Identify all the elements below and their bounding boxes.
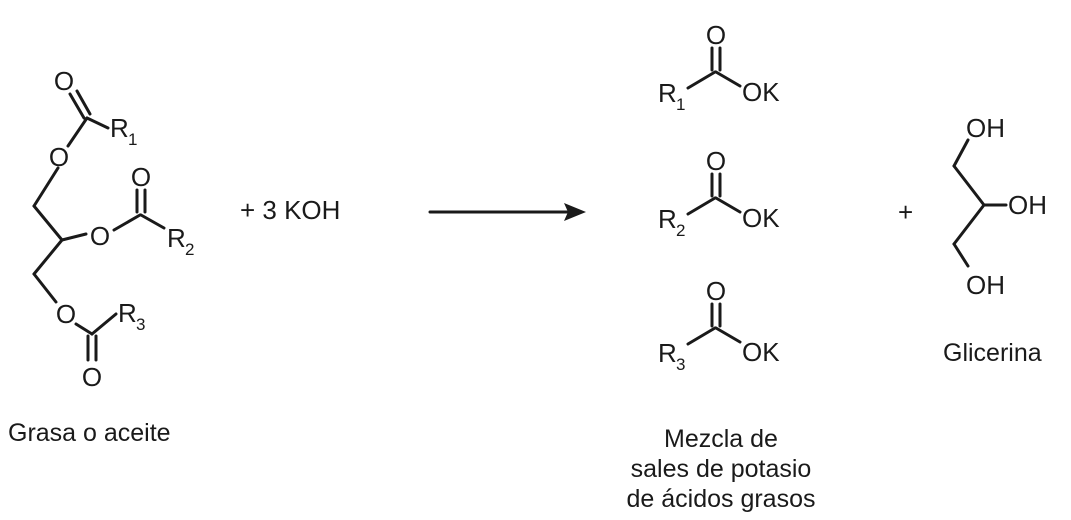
bond bbox=[686, 196, 717, 216]
atom-r-subscript: 1 bbox=[676, 95, 685, 114]
atom-o: O bbox=[54, 66, 74, 96]
atom-o: O bbox=[131, 162, 151, 192]
atom-r1: R bbox=[110, 113, 129, 143]
atom-r-subscript: 3 bbox=[676, 355, 685, 374]
plus-sign: + bbox=[898, 197, 913, 227]
bond bbox=[75, 89, 92, 116]
atom-o: O bbox=[82, 362, 102, 392]
bond bbox=[714, 196, 742, 214]
atom-r2-subscript: 2 bbox=[185, 240, 194, 259]
salt-r1: O R 1 OK bbox=[658, 20, 780, 114]
atom-ok: OK bbox=[742, 203, 780, 233]
atom-r3-subscript: 3 bbox=[136, 315, 145, 334]
salt-r2: O R 2 OK bbox=[658, 146, 780, 240]
atom-o: O bbox=[706, 146, 726, 176]
bond bbox=[32, 166, 60, 208]
atom-o: O bbox=[56, 299, 76, 329]
bond bbox=[952, 138, 970, 168]
atom-r-subscript: 2 bbox=[676, 221, 685, 240]
bond bbox=[32, 238, 64, 276]
reactant-label: Grasa o aceite bbox=[8, 419, 171, 447]
bond bbox=[686, 70, 717, 90]
bond bbox=[139, 213, 166, 230]
bond bbox=[32, 272, 58, 304]
bond bbox=[74, 322, 94, 336]
glycerol-structure: OH OH OH bbox=[952, 113, 1047, 300]
bond bbox=[714, 326, 742, 344]
atom-r: R bbox=[658, 78, 677, 108]
atom-o: O bbox=[706, 276, 726, 306]
atom-r: R bbox=[658, 338, 677, 368]
atom-ok: OK bbox=[742, 77, 780, 107]
atom-o: O bbox=[90, 221, 110, 251]
glycerol-label: Glicerina bbox=[943, 339, 1042, 367]
atom-oh: OH bbox=[1008, 190, 1047, 220]
salts-label-line-2: sales de potasio bbox=[631, 455, 812, 483]
atom-oh: OH bbox=[966, 270, 1005, 300]
bond bbox=[686, 326, 717, 346]
bond bbox=[952, 164, 986, 207]
atom-r1-subscript: 1 bbox=[128, 130, 137, 149]
atom-oh: OH bbox=[966, 113, 1005, 143]
atom-ok: OK bbox=[742, 337, 780, 367]
salts-label-line-1: Mezcla de bbox=[664, 425, 778, 453]
bond bbox=[66, 116, 89, 148]
bond bbox=[85, 116, 110, 130]
bond bbox=[952, 242, 970, 268]
salt-r3: O R 3 OK bbox=[658, 276, 780, 374]
triglyceride-structure: O R 1 O O O R 2 O R 3 O bbox=[32, 66, 194, 392]
reagent-text: + 3 KOH bbox=[240, 195, 340, 225]
reaction-arrow bbox=[428, 203, 586, 221]
bond bbox=[90, 312, 118, 336]
bond bbox=[952, 203, 986, 246]
atom-r3: R bbox=[118, 298, 137, 328]
bond bbox=[112, 213, 142, 232]
bond bbox=[714, 70, 742, 88]
salts-label-line-3: de ácidos grasos bbox=[626, 485, 815, 513]
bond bbox=[32, 204, 64, 242]
bond bbox=[60, 232, 88, 242]
atom-o: O bbox=[706, 20, 726, 50]
atom-r2: R bbox=[167, 223, 186, 253]
atom-o: O bbox=[49, 142, 69, 172]
bond bbox=[68, 92, 86, 120]
atom-r: R bbox=[658, 204, 677, 234]
